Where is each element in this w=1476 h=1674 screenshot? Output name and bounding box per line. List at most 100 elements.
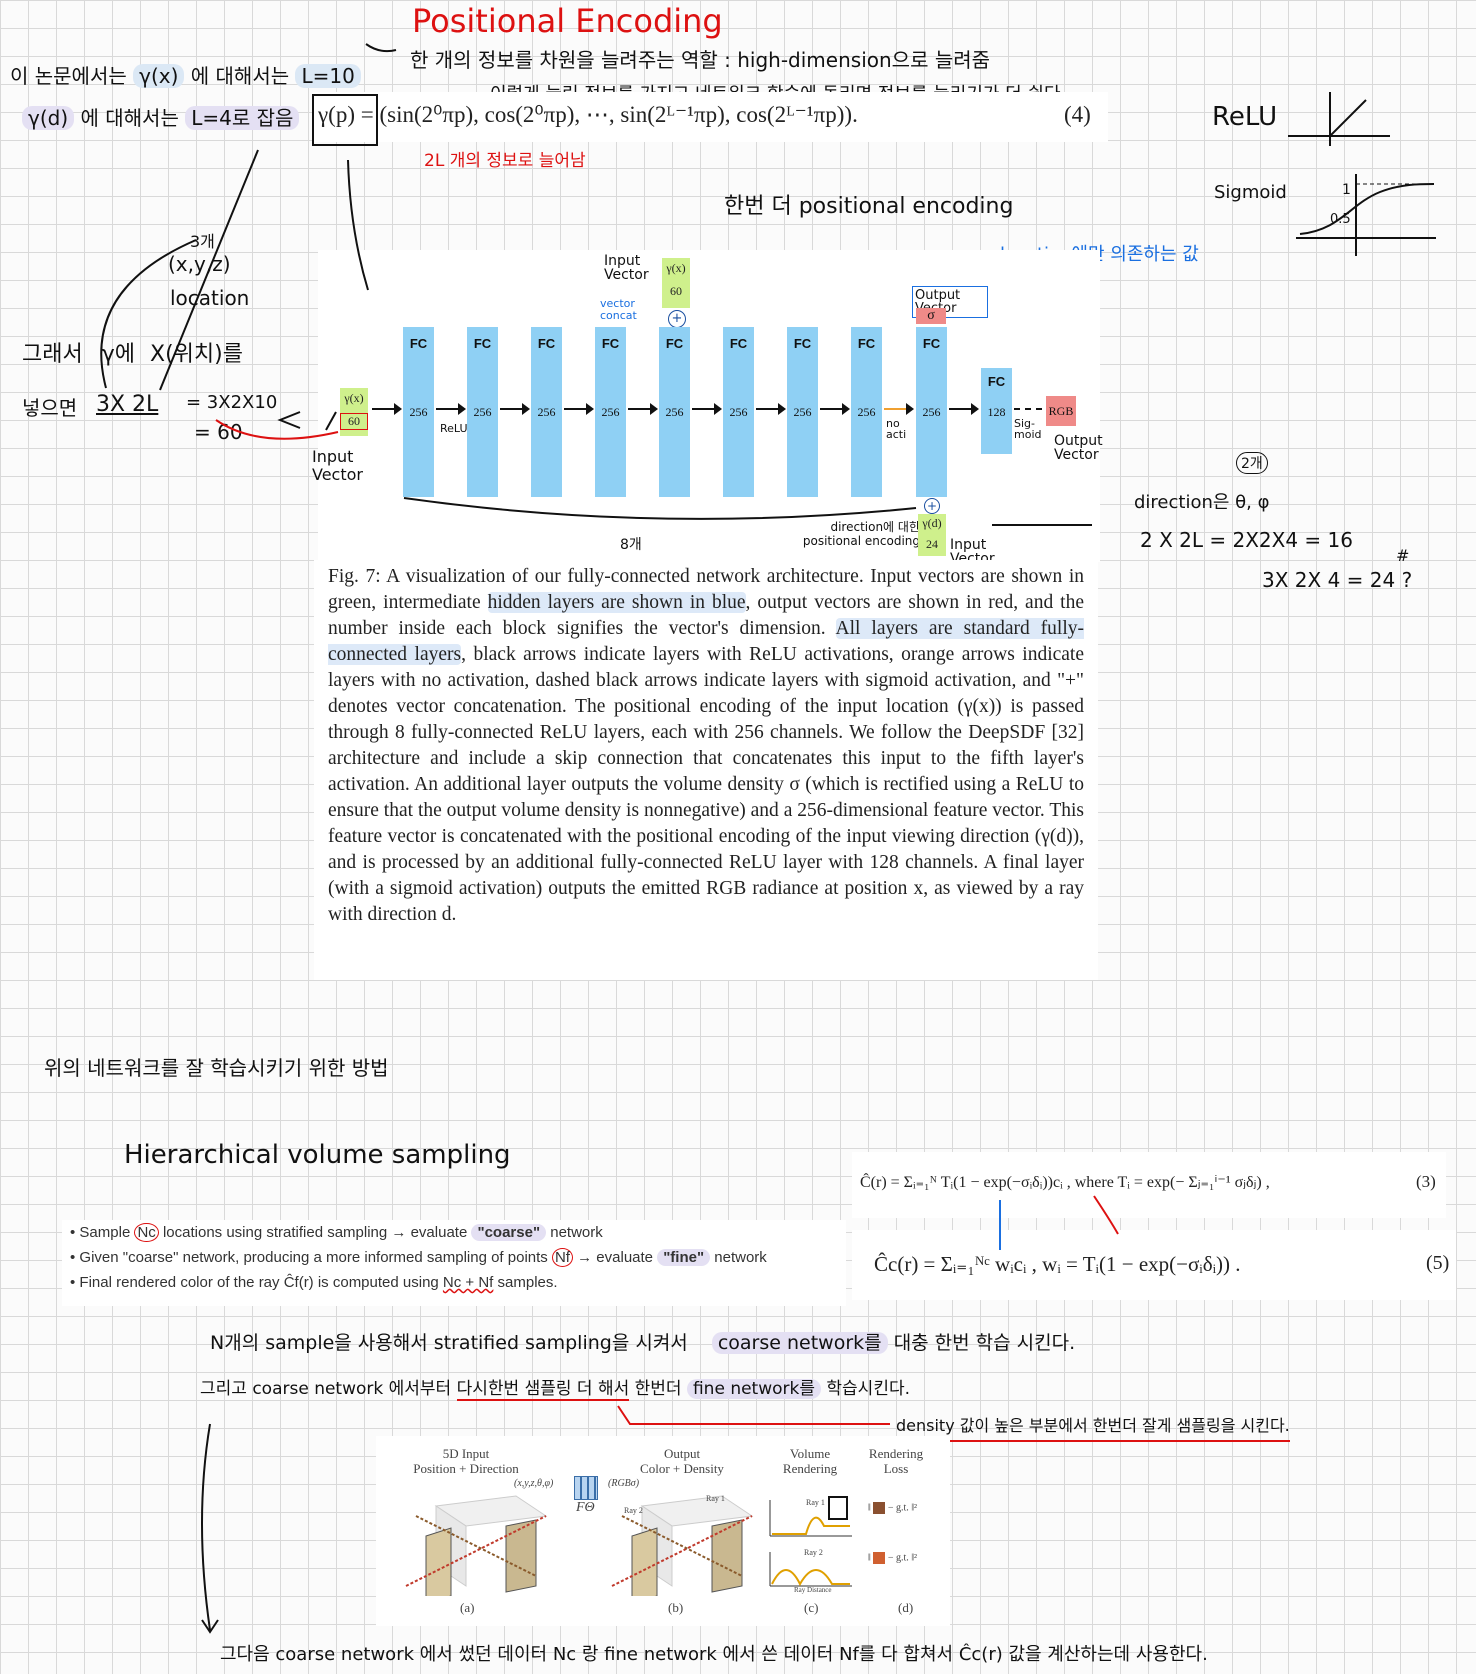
fig-title-4-b: Loss xyxy=(883,1461,909,1476)
gamma-x-skip-box: γ(x) 60 xyxy=(662,258,690,308)
bullet-3: • Final rendered color of the ray Ĉf(r) … xyxy=(70,1274,558,1291)
fig-ray1-label-b: Ray 1 xyxy=(706,1494,725,1503)
equation-3-box: Ĉ(r) = Σᵢ₌₁ᴺ Tᵢ(1 − exp(−σᵢδᵢ))cᵢ , wher… xyxy=(852,1152,1446,1218)
bullet-2-fine: "fine" xyxy=(657,1249,711,1266)
rgb-output-box: RGB xyxy=(1046,396,1076,426)
arrow-fc8-fc9-orange xyxy=(884,403,914,415)
equation-3-number: (3) xyxy=(1416,1172,1436,1191)
so-note: 그래서 γ에 X(위치)를 xyxy=(22,336,243,368)
bullet-3-c: samples. xyxy=(493,1274,558,1291)
formula-4: γ(p) = (sin(2⁰πp), cos(2⁰πp), ⋯, sin(2ᴸ⁻… xyxy=(318,102,858,127)
dir-neq-mark: # xyxy=(1396,546,1410,565)
bottom-line-2-c: 한번더 xyxy=(634,1379,682,1399)
sigma-output-box: σ xyxy=(916,308,946,324)
fig-label-d: (d) xyxy=(898,1600,914,1615)
figure-caption: Fig. 7: A visualization of our fully-con… xyxy=(314,560,1098,980)
dir-concat-plus-icon: + xyxy=(924,498,940,514)
fc-dim-8: 256 xyxy=(857,405,876,419)
left-note-1-a: 이 논문에서는 xyxy=(10,64,127,88)
fig-label-c: (c) xyxy=(804,1600,819,1615)
fig-red-box-annotation xyxy=(828,1496,848,1520)
bullet-2-b: → evaluate xyxy=(572,1249,658,1266)
fc-dim-4: 256 xyxy=(601,405,620,419)
bullet-1-nc: Nc xyxy=(134,1223,159,1242)
density-note: density 값이 높은 부분에서 한번더 잘게 샘플링을 시킨다. xyxy=(896,1412,1290,1442)
gamma-d-dim: 24 xyxy=(926,537,938,551)
arrow-fc9-fc10 xyxy=(949,403,979,415)
relu-small-note: ReLU xyxy=(440,422,468,435)
fc-dim-2: 256 xyxy=(473,405,492,419)
fig-ftheta-label: FΘ xyxy=(576,1500,595,1515)
rgb-output-label: RGB xyxy=(1048,404,1074,418)
arrow-fc10-rgb-dashed xyxy=(1014,408,1042,410)
fc-label-4: FC xyxy=(601,336,620,351)
caption-highlight-1: hidden layers are shown in blue xyxy=(487,592,746,613)
fc-dim-9: 256 xyxy=(922,405,941,419)
calc-1: 3X 2L xyxy=(96,392,159,417)
fig-scene-a xyxy=(405,1495,548,1596)
relu-graph-icon xyxy=(1288,92,1390,146)
gamma-x-input-label: γ(x) xyxy=(344,391,364,405)
dir-calc-1: 2 X 2L = 2X2X4 = 16 xyxy=(1140,528,1353,552)
bullet-3-b: Nc + Nf xyxy=(442,1274,494,1291)
fig-loss-swatch-1 xyxy=(873,1502,886,1514)
bullet-1-d: network xyxy=(546,1224,603,1241)
fc-layer-3 xyxy=(531,327,562,497)
fc-layer-6 xyxy=(723,327,754,497)
fig-title-2-a: Output xyxy=(663,1446,701,1461)
fig-xyz-label: (x,y,z,θ,φ) xyxy=(514,1478,554,1489)
input-vector-left-label: Input Vector xyxy=(312,447,363,484)
fc-layer-1 xyxy=(403,327,434,497)
fc-label-2: FC xyxy=(473,336,492,351)
bottom-line-2-e: 학습시킨다. xyxy=(826,1379,911,1399)
equation-5-box: Ĉc(r) = Σᵢ₌₁ᴺᶜ wᵢcᵢ , wᵢ = Tᵢ(1 − exp(−σ… xyxy=(852,1230,1456,1300)
fig-loss-2: ‖ − g.t. ‖² xyxy=(868,1552,918,1564)
fc-layer-5 xyxy=(659,327,690,497)
final-line: 그다음 coarse network 에서 썼던 데이터 Nc 랑 fine n… xyxy=(220,1644,1208,1665)
arrow-fc3-fc4 xyxy=(564,403,594,415)
bullet-2-d: network xyxy=(710,1249,767,1266)
train-well-note: 위의 네트워크를 잘 학습시키기 위한 방법 xyxy=(44,1056,389,1080)
bullet-1: • Sample Nc locations using stratified s… xyxy=(70,1223,603,1242)
left-note-1: 이 논문에서는 γ(x) 에 대해서는 L=10 xyxy=(10,60,361,89)
fig-raydist-label: Ray Distance xyxy=(794,1586,832,1594)
put-in-note: 넣으면 xyxy=(22,396,78,420)
bottom-line-2: 그리고 coarse network 에서부터 다시한번 샘플링 더 해서 한번… xyxy=(200,1374,911,1401)
left-note-2: γ(d) 에 대해서는 L=4로 잡음 xyxy=(22,102,300,131)
arrow-fc4-fc5 xyxy=(628,403,658,415)
gamma-x-input-dim: 60 xyxy=(340,413,368,430)
fig-title-2-b: Color + Density xyxy=(640,1461,724,1476)
arrow-fc5-fc6 xyxy=(692,403,722,415)
pe-desc-1: 한 개의 정보를 차원을 늘려주는 역할 : high-dimension으로 … xyxy=(410,48,991,72)
gamma-x-input-box: γ(x) 60 xyxy=(340,388,368,436)
hvs-title: Hierarchical volume sampling xyxy=(124,1140,511,1170)
bottom-line-2-a: 그리고 coarse network 에서부터 xyxy=(200,1379,452,1399)
equation-5-number: (5) xyxy=(1426,1252,1450,1274)
fc-dim-7: 256 xyxy=(793,405,812,419)
bullet-1-coarse: "coarse" xyxy=(471,1224,547,1241)
arrow-input-fc1 xyxy=(372,403,402,415)
no-acti-note: no acti xyxy=(886,417,907,441)
gamma-d-tag: γ(d) xyxy=(22,106,75,130)
fig-title-3-a: Volume xyxy=(789,1446,831,1461)
fig-loss-swatch-2 xyxy=(873,1552,886,1564)
bullet-1-b: locations using stratified sampling → ev… xyxy=(158,1224,472,1241)
arrow-fc1-fc2 xyxy=(436,403,466,415)
bullet-2-a: Given "coarse" network, producing a more… xyxy=(79,1249,552,1266)
bullet-2-nf: Nf xyxy=(551,1248,573,1267)
equation-5: Ĉc(r) = Σᵢ₌₁ᴺᶜ wᵢcᵢ , wᵢ = Tᵢ(1 − exp(−σ… xyxy=(874,1252,1241,1276)
fig-gt-2: g.t. xyxy=(895,1552,909,1564)
bottom-line-1-a: N개의 sample을 사용해서 stratified sampling을 시켜… xyxy=(210,1332,688,1354)
caption-part-3: , black arrows indicate layers with ReLU… xyxy=(328,644,1084,925)
gamma-x-tag: γ(x) xyxy=(133,64,185,88)
bottom-line-2-fine: fine network를 xyxy=(686,1379,821,1399)
fig-ray1-label-c: Ray 1 xyxy=(806,1498,825,1507)
calc-2: = 3X2X10 xyxy=(186,392,278,413)
fc-label-3: FC xyxy=(537,336,556,351)
sigmoid-small-note: Sig-moid xyxy=(1014,417,1042,441)
eight-layers-note: 8개 xyxy=(620,537,642,553)
formula-note: 2L 개의 정보로 늘어남 xyxy=(424,151,586,171)
so-c: X(위치)를 xyxy=(150,342,243,367)
